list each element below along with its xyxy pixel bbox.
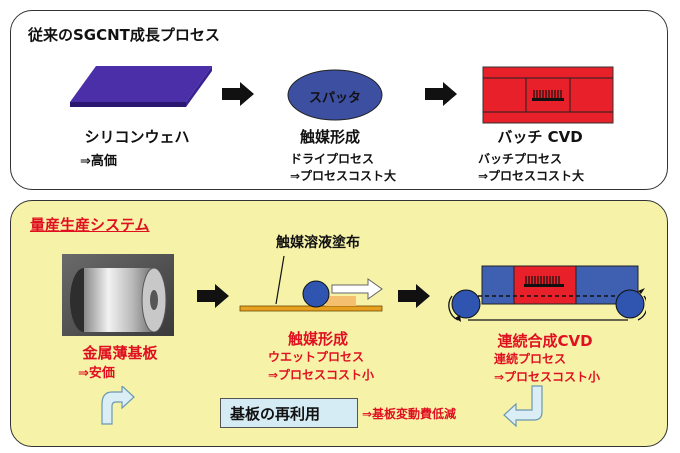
batch-cvd-furnace-icon [482, 66, 614, 124]
batch-process-cost-note: ⇒プロセスコスト大 [478, 169, 585, 183]
substrate-reuse-box [220, 398, 358, 428]
metal-foil-label: 金属薄基板 [82, 344, 158, 362]
arrow-right-icon [197, 284, 229, 308]
arrow-right-icon [398, 284, 430, 308]
catalyst-formation-wet-label: 触媒形成 [287, 330, 349, 348]
metal-foil-note: ⇒安価 [78, 366, 115, 381]
continuous-process-cost-note: ⇒プロセスコスト小 [494, 370, 601, 384]
sputter-label: スパッタ [308, 91, 362, 106]
batch-process-label: バッチプロセス [478, 152, 563, 166]
dry-process-label: ドライプロセス [290, 152, 375, 166]
continuous-cvd-label: 連続合成CVD [497, 332, 593, 350]
metal-foil-roll-image [62, 254, 174, 336]
wet-process-cost-note: ⇒プロセスコスト小 [268, 368, 375, 382]
reuse-return-arrow-icon [503, 385, 543, 428]
batch-cvd-label: バッチ CVD [497, 128, 583, 146]
catalyst-coating-label: 触媒溶液塗布 [276, 235, 360, 251]
silicon-wafer-icon [70, 66, 212, 107]
catalyst-coating-illustration [239, 255, 383, 312]
silicon-wafer-label: シリコンウェハ [84, 128, 190, 146]
catalyst-formation-label: 触媒形成 [299, 128, 361, 146]
arrow-right-icon [425, 82, 457, 106]
substrate-reuse-note: ⇒基板変動費低減 [362, 407, 457, 421]
silicon-wafer-note: ⇒高価 [80, 154, 117, 169]
mass-production-title: 量産生産システム [30, 216, 150, 234]
substrate-reuse-label: 基板の再利用 [230, 405, 321, 423]
reuse-up-arrow-icon [101, 386, 135, 425]
sputter-ellipse [287, 69, 383, 121]
conventional-title: 従来のSGCNT成長プロセス [28, 26, 220, 44]
wet-process-label: ウエットプロセス [268, 350, 365, 364]
dry-process-cost-note: ⇒プロセスコスト大 [290, 169, 397, 183]
continuous-cvd-furnace-icon [448, 265, 646, 322]
arrow-right-icon [222, 82, 254, 106]
continuous-process-label: 連続プロセス [494, 352, 567, 366]
